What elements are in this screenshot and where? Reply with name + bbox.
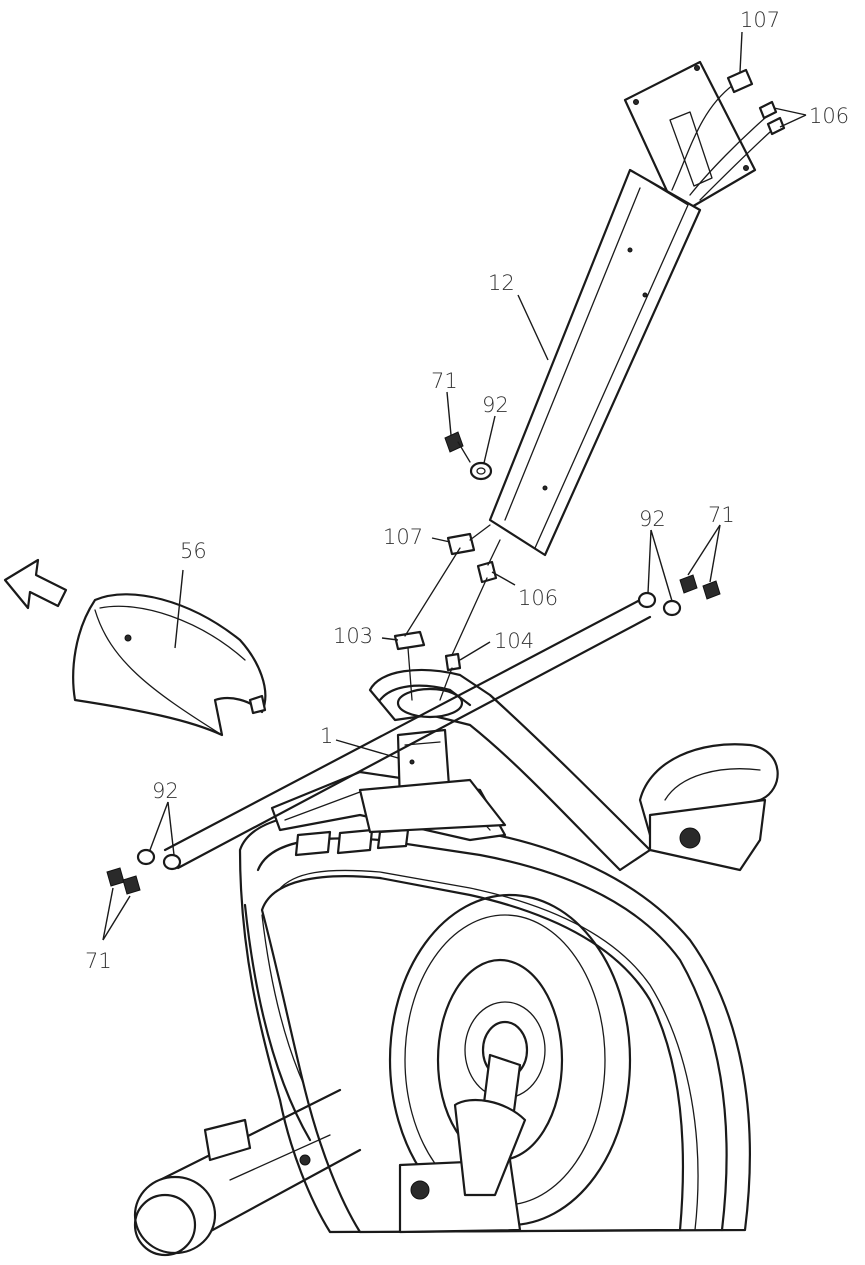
callout-92-right: 92: [639, 507, 666, 531]
handlebar-crossbar: [163, 598, 652, 870]
part-56-cover: [72, 593, 267, 737]
callout-12: 12: [488, 271, 515, 295]
part-12-console-mast: [488, 60, 771, 557]
pedals: [398, 743, 779, 1234]
callout-106-mid: 106: [518, 586, 558, 610]
callout-92-left: 92: [152, 779, 179, 803]
callout-107-mid: 107: [383, 525, 423, 549]
callout-71-left: 71: [85, 949, 112, 973]
direction-arrow-icon: [3, 558, 68, 610]
fasteners: [106, 431, 721, 895]
callout-labels: 107 106 12 71 92 107 106 103 104 56 1 92…: [85, 8, 849, 973]
callout-56: 56: [180, 539, 207, 563]
connectors: [393, 68, 786, 701]
callout-107-top: 107: [740, 8, 780, 32]
callout-1: 1: [320, 724, 333, 748]
callout-71-upper: 71: [431, 369, 458, 393]
stabilizer-foot: [133, 1088, 362, 1257]
callout-71-right: 71: [708, 503, 735, 527]
callout-103: 103: [333, 624, 373, 648]
callout-92-upper: 92: [482, 393, 509, 417]
leader-lines: [102, 31, 807, 941]
frame-housing: [238, 770, 751, 1234]
callout-106-top: 106: [809, 104, 849, 128]
callout-104: 104: [494, 629, 534, 653]
part-1-base-upright: [358, 668, 652, 872]
